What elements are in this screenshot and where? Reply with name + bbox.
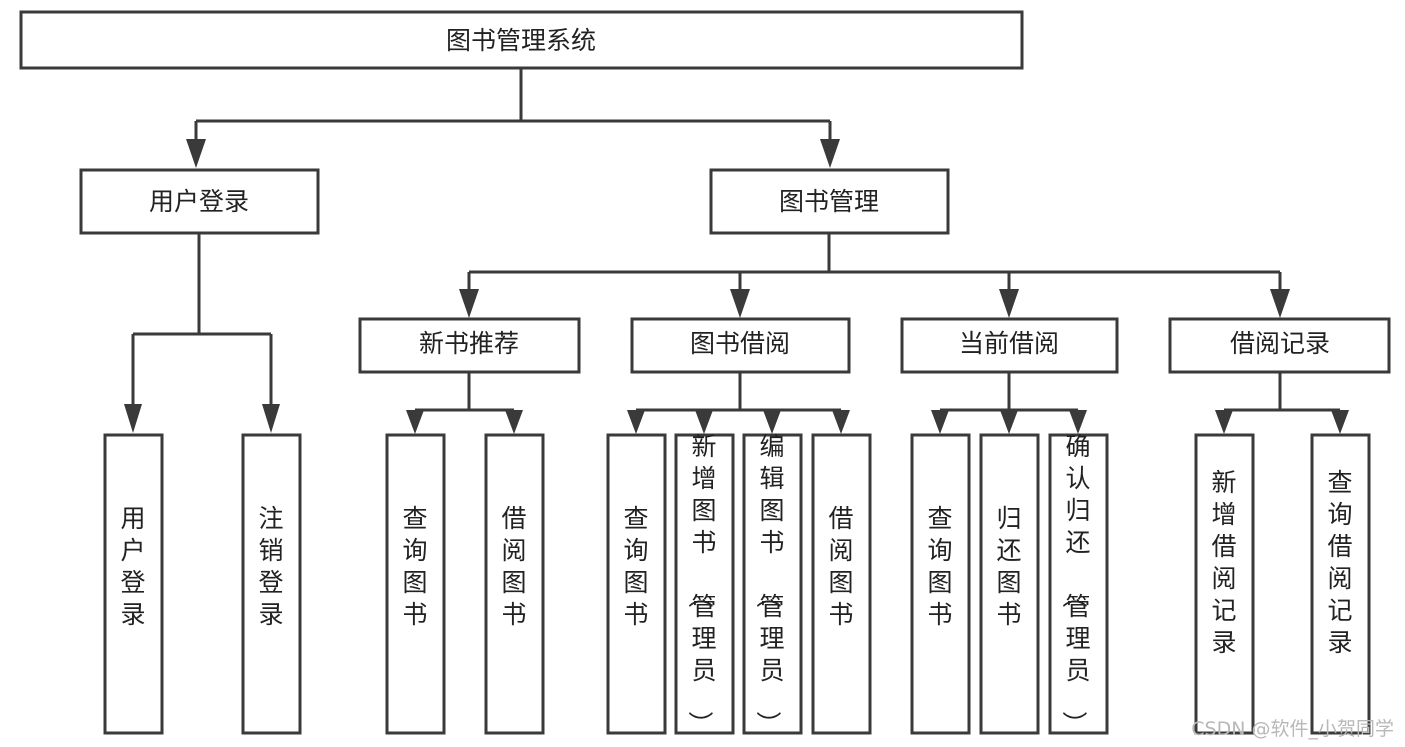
leaf-borrow-record-1[interactable]: 查询借阅记录: [1310, 433, 1371, 735]
arrow-head-icon: [1270, 289, 1290, 318]
leaf-box[interactable]: [1194, 433, 1255, 735]
leaf-new-book-recommend-1[interactable]: 借阅图书: [484, 433, 545, 735]
arrow-head-icon: [730, 289, 750, 318]
leaf-current-borrow-2[interactable]: 确认归还（管理员）: [1048, 432, 1109, 736]
connector-new-book-recommend-to-leaves: [406, 372, 523, 434]
arrow-head-icon: [1000, 410, 1018, 434]
connector-book-management-to-level3: [459, 233, 1290, 318]
new-book-recommend-box[interactable]: [358, 317, 581, 374]
leaf-label: 查询图书: [402, 504, 427, 629]
leaf-box[interactable]: [910, 433, 971, 735]
node-new-book-recommend[interactable]: 新书推荐: [358, 317, 581, 374]
leaf-label: 查询图书: [927, 504, 952, 629]
arrow-head-icon: [1331, 410, 1349, 434]
leaf-new-book-recommend-0[interactable]: 查询图书: [385, 433, 446, 735]
leaf-label: 借阅图书: [501, 504, 526, 629]
leaf-box[interactable]: [103, 433, 164, 735]
leaf-label: 归还图书: [996, 504, 1021, 629]
leaf-book-borrow-3[interactable]: 借阅图书: [811, 433, 872, 735]
arrow-head-icon: [820, 139, 840, 168]
new-book-recommend-label: 新书推荐: [419, 329, 519, 358]
arrow-head-icon: [763, 410, 781, 434]
leaf-box[interactable]: [1310, 433, 1371, 735]
leaf-borrow-record-0[interactable]: 新增借阅记录: [1194, 433, 1255, 735]
user-login-box[interactable]: [79, 168, 320, 235]
connector-root-to-level2: [186, 68, 840, 168]
arrow-head-icon: [262, 404, 280, 433]
connector-user-login-to-leaves: [124, 233, 280, 433]
root-label: 图书管理系统: [446, 26, 596, 55]
leaf-label: 新增图书（管理员）: [685, 432, 716, 736]
connector-current-borrow-to-leaves: [931, 372, 1087, 434]
node-borrow-record[interactable]: 借阅记录: [1168, 317, 1391, 374]
leaf-label: 查询图书: [623, 504, 648, 629]
leaf-box[interactable]: [742, 433, 803, 735]
arrow-head-icon: [832, 410, 850, 434]
leaf-box[interactable]: [606, 433, 667, 735]
connector-book-borrow-to-leaves: [627, 372, 850, 434]
leaf-user-login-0[interactable]: 用户登录: [103, 433, 164, 735]
node-user-login[interactable]: 用户登录: [79, 168, 320, 235]
node-current-borrow[interactable]: 当前借阅: [900, 317, 1119, 374]
arrow-head-icon: [505, 410, 523, 434]
current-borrow-box[interactable]: [900, 317, 1119, 374]
node-root[interactable]: 图书管理系统: [19, 10, 1024, 70]
arrow-head-icon: [931, 410, 949, 434]
leaf-current-borrow-1[interactable]: 归还图书: [979, 433, 1040, 735]
leaf-book-borrow-2[interactable]: 编辑图书（管理员）: [742, 432, 803, 736]
leaf-label: 用户登录: [120, 504, 145, 629]
leaf-box[interactable]: [484, 433, 545, 735]
leaf-box[interactable]: [674, 433, 735, 735]
node-book-borrow[interactable]: 图书借阅: [630, 317, 851, 374]
leaf-box[interactable]: [241, 433, 302, 735]
leaf-label: 注销登录: [258, 504, 283, 629]
leaf-box[interactable]: [811, 433, 872, 735]
leaf-box[interactable]: [979, 433, 1040, 735]
current-borrow-label: 当前借阅: [959, 329, 1059, 358]
book-borrow-label: 图书借阅: [690, 329, 790, 358]
arrow-head-icon: [1069, 410, 1087, 434]
leaf-label: 编辑图书（管理员）: [753, 432, 784, 736]
arrow-head-icon: [999, 289, 1019, 318]
user-login-label: 用户登录: [149, 187, 249, 216]
leaf-label: 查询借阅记录: [1327, 468, 1352, 657]
leaf-label: 确认归还（管理员）: [1059, 432, 1090, 736]
node-book-management[interactable]: 图书管理: [709, 168, 950, 235]
arrow-head-icon: [1215, 410, 1233, 434]
leaf-current-borrow-0[interactable]: 查询图书: [910, 433, 971, 735]
leaf-box[interactable]: [1048, 433, 1109, 735]
root-box[interactable]: [19, 10, 1024, 70]
leaf-user-login-1[interactable]: 注销登录: [241, 433, 302, 735]
arrow-head-icon: [406, 410, 424, 434]
leaf-label: 借阅图书: [828, 504, 853, 629]
arrow-head-icon: [695, 410, 713, 434]
leaf-book-borrow-0[interactable]: 查询图书: [606, 433, 667, 735]
leaf-label: 新增借阅记录: [1211, 468, 1236, 657]
arrow-head-icon: [124, 404, 142, 433]
book-management-label: 图书管理: [779, 187, 879, 216]
watermark-text: CSDN @软件_小贺同学: [1191, 718, 1394, 740]
arrow-head-icon: [459, 289, 479, 318]
leaf-box[interactable]: [385, 433, 446, 735]
connector-borrow-record-to-leaves: [1215, 372, 1349, 434]
arrow-head-icon: [627, 410, 645, 434]
borrow-record-label: 借阅记录: [1230, 329, 1330, 358]
arrow-head-icon: [186, 139, 206, 168]
leaf-book-borrow-1[interactable]: 新增图书（管理员）: [674, 432, 735, 736]
